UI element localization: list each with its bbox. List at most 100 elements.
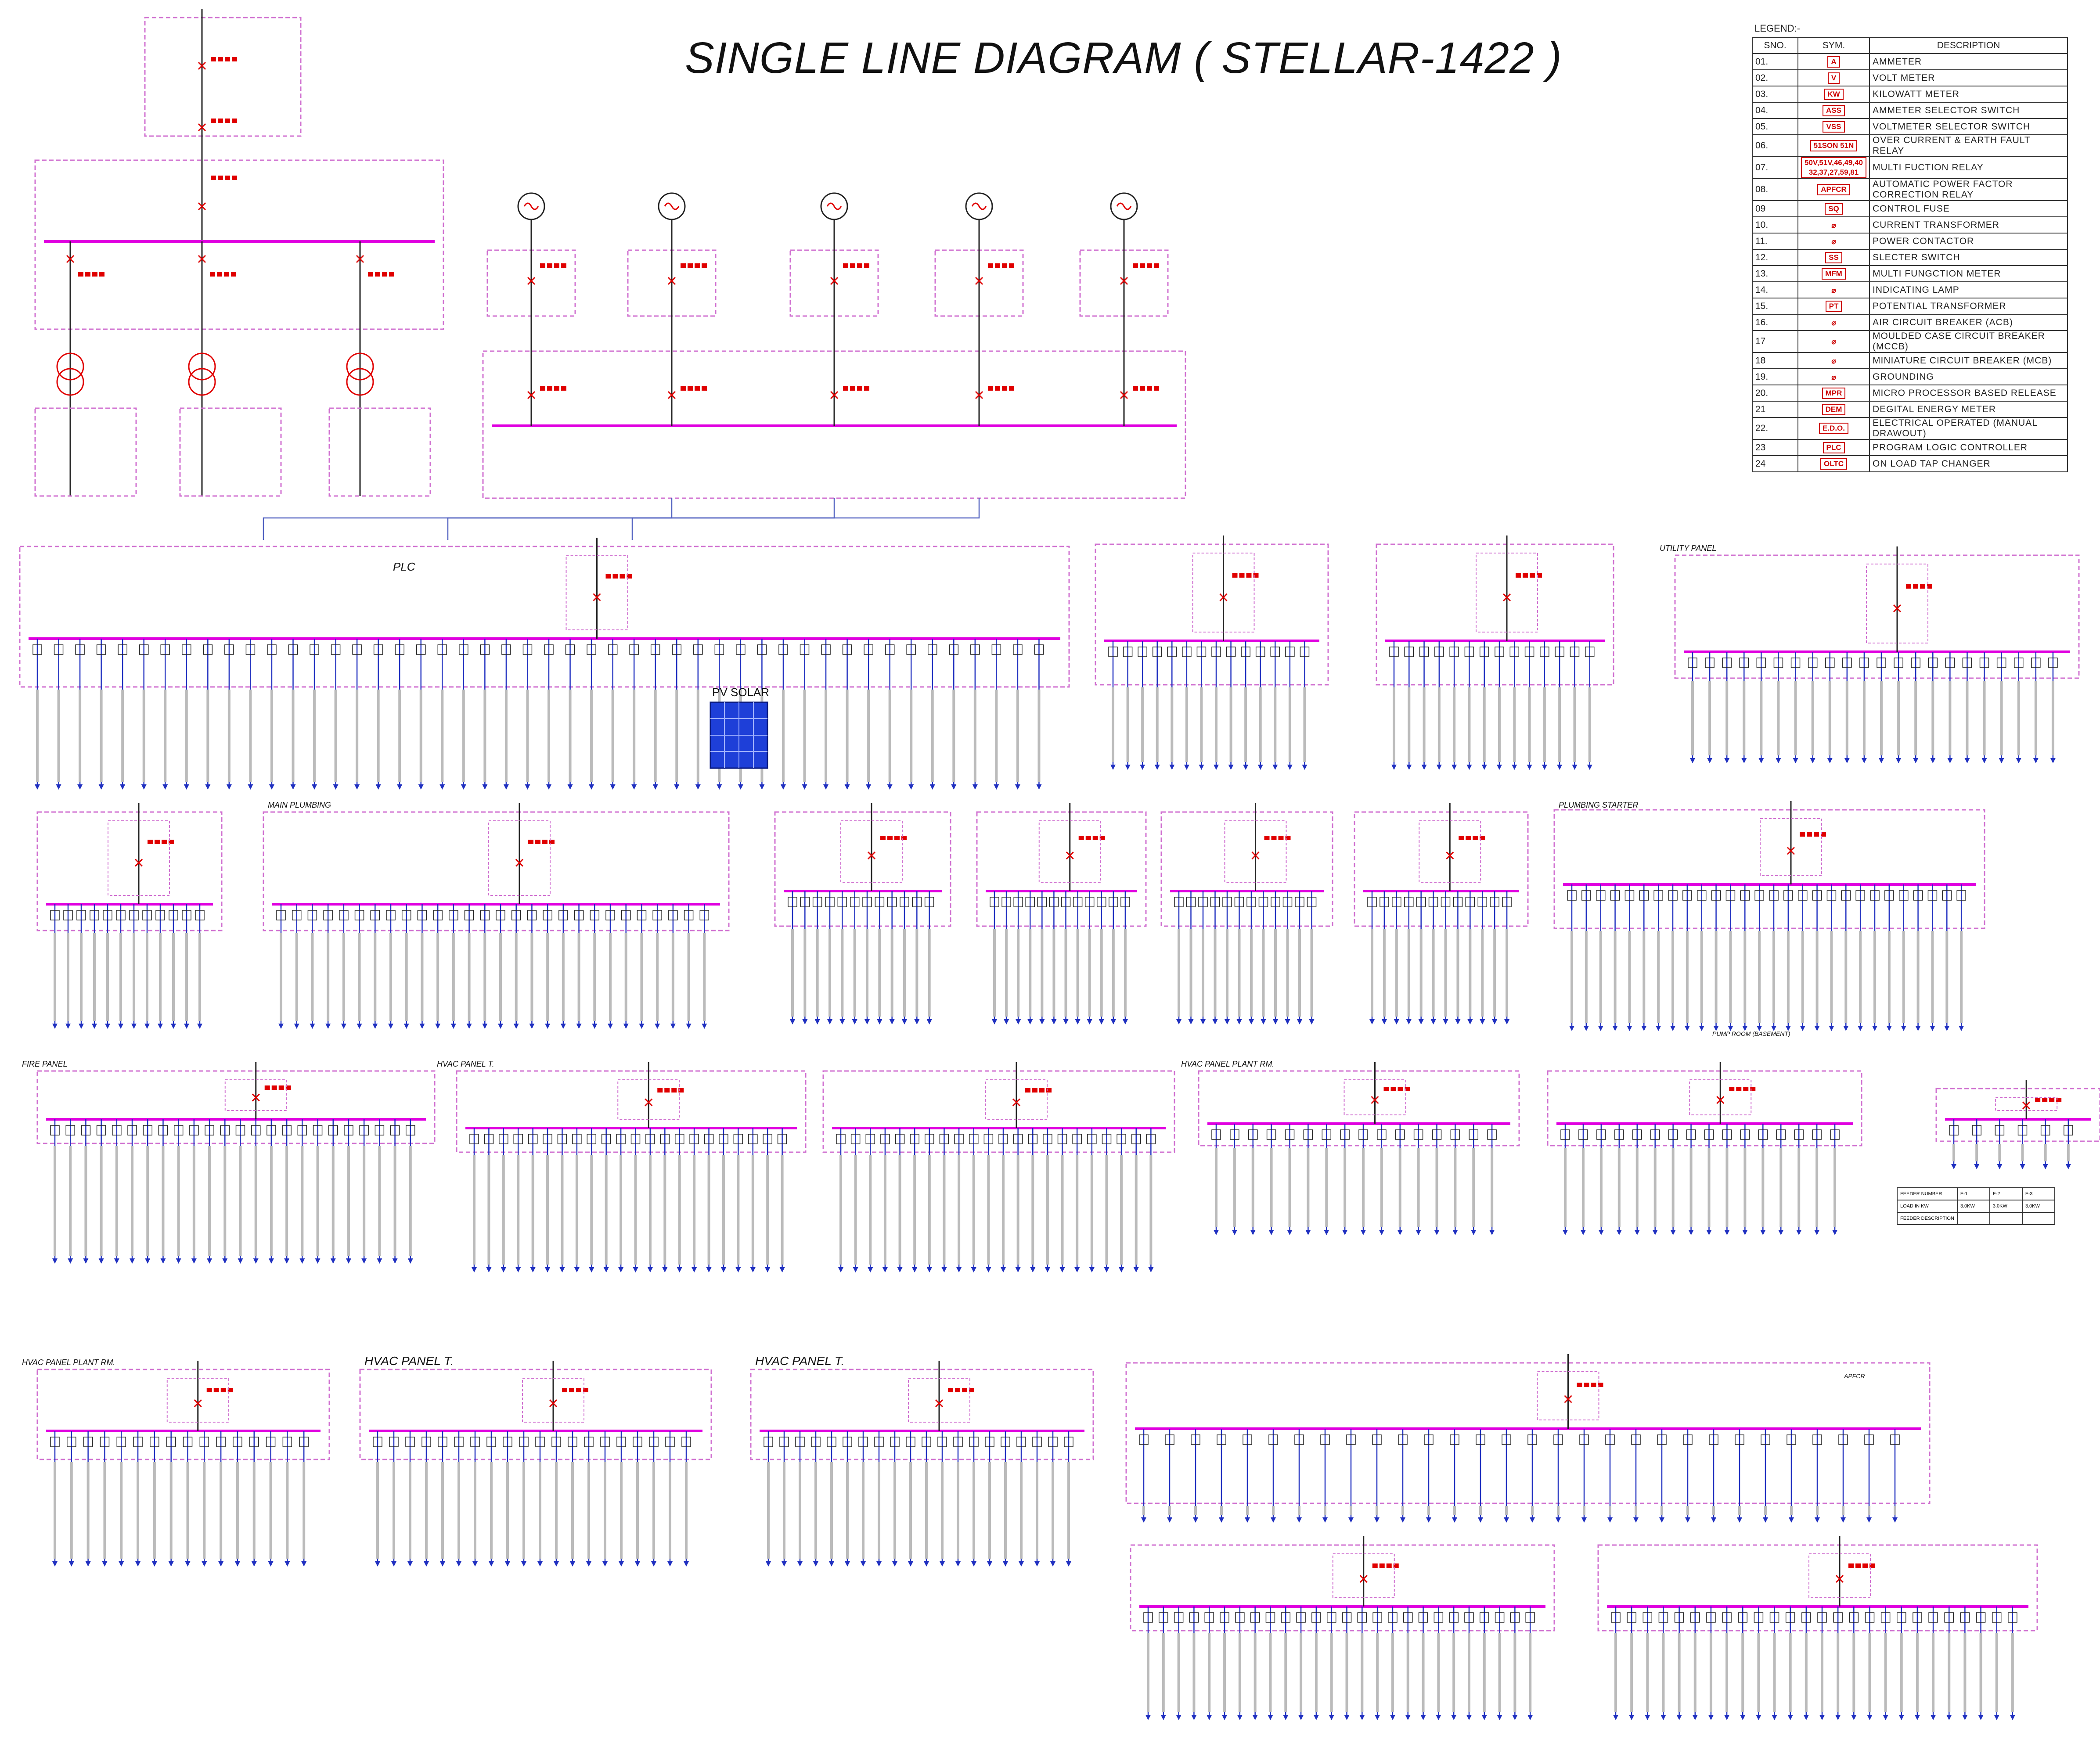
feeder-arrow xyxy=(1063,1019,1069,1024)
feeder-tag xyxy=(208,1146,211,1256)
feeder-arrow xyxy=(1883,1715,1888,1720)
feeder-breaker xyxy=(54,644,64,655)
feeder-tag xyxy=(1427,1506,1430,1515)
feeder-tag xyxy=(1229,687,1232,762)
feeder-tag xyxy=(133,933,135,1021)
feeder-breaker xyxy=(1043,1134,1052,1144)
hvac-panel-t4-label: HVAC PANEL T. xyxy=(755,1354,844,1368)
feeder-tag xyxy=(526,690,529,782)
feeder-breaker xyxy=(233,1437,242,1447)
legend-symbol: 50V,51V,46,49,40 32,37,27,59,81 xyxy=(1797,156,1870,179)
feeder-arrow xyxy=(1688,1230,1694,1235)
feeder-tag xyxy=(1126,687,1129,762)
feeder-breaker xyxy=(405,1437,415,1447)
feeder-arrow xyxy=(986,1267,991,1272)
relay-block xyxy=(1591,1383,1596,1387)
legend-symbol: ⌀ xyxy=(1797,216,1870,234)
feeder-tag xyxy=(185,690,188,782)
feeder-tag xyxy=(286,1462,289,1559)
legend-description: VOLT METER xyxy=(1869,69,2068,86)
feeder-arrow xyxy=(1257,765,1263,770)
relay-block xyxy=(368,272,373,277)
relay-block xyxy=(1750,1087,1756,1091)
feeder-breaker xyxy=(1013,644,1023,655)
feeder-tag xyxy=(1298,1506,1300,1515)
feeder-breaker xyxy=(323,910,333,920)
feeder-tag xyxy=(405,933,408,1021)
feeder-arrow xyxy=(994,784,999,790)
feeder-breaker xyxy=(449,910,458,920)
feeder-arrow xyxy=(1283,1715,1289,1720)
feeder-arrow xyxy=(1273,1019,1278,1024)
feeder-arrow xyxy=(1199,765,1204,770)
feeder-arrow xyxy=(631,784,637,790)
feeder-breaker xyxy=(331,644,341,655)
feeder-breaker xyxy=(649,1437,659,1447)
feeder-breaker xyxy=(1432,1129,1442,1140)
feeder-breaker xyxy=(922,1437,931,1447)
relay-block xyxy=(1085,836,1091,840)
feeder-breaker xyxy=(1849,1612,1859,1623)
feeder-breaker xyxy=(1477,897,1487,907)
feeder-arrow xyxy=(702,1024,707,1029)
feeder-tag xyxy=(1395,929,1398,1017)
feeder-breaker xyxy=(1877,658,1886,668)
relay-block xyxy=(583,1388,588,1392)
feeder-breaker xyxy=(1226,647,1236,657)
feeder-tag xyxy=(928,929,931,1017)
panel-border xyxy=(359,1369,712,1460)
breaker-mark xyxy=(1012,1098,1021,1107)
feeder-tag xyxy=(1689,1148,1693,1227)
feeder-arrow xyxy=(897,1267,903,1272)
feeder-arrow xyxy=(1285,1019,1290,1024)
legend-heading: LEGEND:- xyxy=(1754,23,1800,34)
feeder-tag xyxy=(358,933,361,1021)
feeder-arrow xyxy=(1455,1019,1461,1024)
breaker-mark xyxy=(975,391,983,399)
legend-description: MOULDED CASE CIRCUIT BREAKER (MCCB) xyxy=(1869,330,2068,353)
relay-block xyxy=(1133,263,1138,268)
relay-block xyxy=(2049,1098,2055,1102)
feeder-breaker xyxy=(67,1437,76,1447)
relay-block xyxy=(627,574,632,579)
feeder-arrow xyxy=(1946,1715,1952,1720)
breaker-mark xyxy=(1835,1574,1844,1583)
relay-block xyxy=(1523,573,1528,578)
feeder-tag xyxy=(1376,1633,1379,1712)
feeder-tag xyxy=(1016,690,1019,782)
relay-block xyxy=(1862,1563,1868,1568)
feeder-breaker xyxy=(1972,1125,1981,1136)
feeder-breaker xyxy=(827,1437,836,1447)
feeder-tag xyxy=(285,1146,288,1256)
feeder-tag xyxy=(192,1146,195,1256)
feeder-breaker xyxy=(858,1437,868,1447)
feeder-arrow xyxy=(1810,758,1815,763)
feeder-arrow xyxy=(766,1561,771,1567)
feeder-arrow xyxy=(1034,1561,1040,1567)
feeder-breaker xyxy=(1441,897,1451,907)
feeder-breaker xyxy=(1697,890,1707,901)
feeder-breaker xyxy=(1722,658,1732,668)
feeder-breaker xyxy=(1416,897,1426,907)
feeder-cell: F-2 xyxy=(1989,1187,2023,1200)
feeder-arrow xyxy=(2010,1715,2015,1720)
feeder-breaker xyxy=(1838,1434,1848,1445)
feeder-tag xyxy=(783,1462,785,1559)
feeder-breaker xyxy=(282,1437,292,1447)
feeder-breaker xyxy=(1434,647,1444,657)
feeder-arrow xyxy=(717,784,722,790)
feeder-breaker xyxy=(1372,1434,1382,1445)
feeder-tag xyxy=(1975,1144,1978,1161)
feeder-tag xyxy=(1100,929,1103,1017)
interconnect-line xyxy=(447,498,835,540)
feeder-arrow xyxy=(489,1561,494,1567)
feeder-breaker xyxy=(1211,647,1221,657)
feeder-breaker xyxy=(1404,647,1414,657)
breaker-mark xyxy=(593,593,601,601)
feeder-arrow xyxy=(2020,1164,2025,1169)
relay-block xyxy=(1386,1563,1392,1568)
feeder-arrow xyxy=(294,1024,299,1029)
